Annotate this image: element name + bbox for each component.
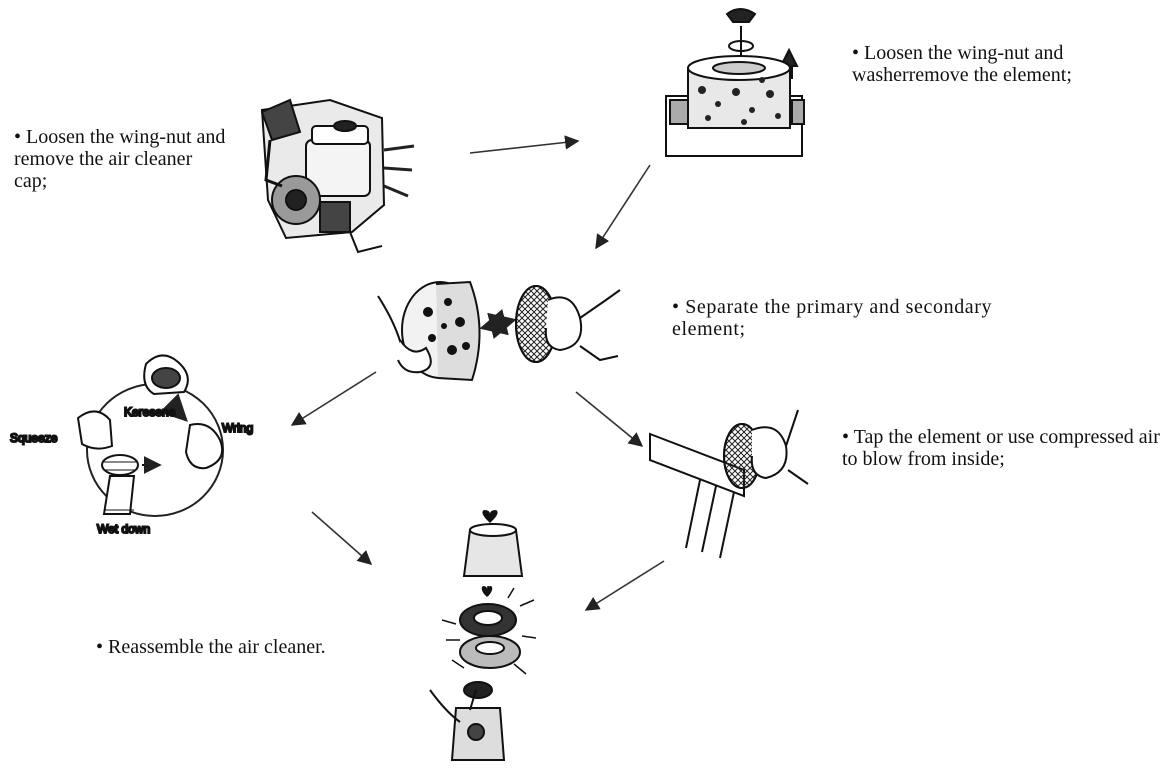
step-separate-elements: • Separate the primary and secondary ele… [672, 296, 993, 340]
label-squeeze: Squeeze [10, 431, 58, 445]
step-loosen-cap: • Loosen the wing-nut and remove the air… [14, 126, 226, 192]
step-remove-element: • Loosen the wing-nut and washerremove t… [852, 42, 1072, 86]
arrow-tap-to-reassemble [584, 560, 665, 611]
flow-arrows [290, 135, 665, 611]
label-wring: Wring [222, 421, 253, 435]
reassembly-icon [429, 510, 537, 761]
step-reassemble: • Reassemble the air cleaner. [96, 636, 326, 658]
step-tap-element: • Tap the element or use compressed air … [842, 426, 1160, 470]
arrow-separate-to-cycle [290, 371, 377, 426]
tap-element-icon [649, 409, 809, 559]
element-separation-icon [377, 280, 621, 382]
label-keresene: Keresene [124, 405, 176, 419]
label-wet-down: Wet down [97, 522, 150, 536]
element-removal-icon [665, 8, 805, 157]
arrow-engine-to-removal [469, 135, 580, 154]
cleaning-cycle-icon: Keresene Wring Squeeze Wet down [9, 354, 254, 537]
arrow-separate-to-tap [575, 391, 644, 447]
arrow-cycle-to-reassemble [311, 511, 373, 565]
engine-icon [260, 98, 415, 254]
arrow-removal-to-separate [595, 164, 651, 250]
